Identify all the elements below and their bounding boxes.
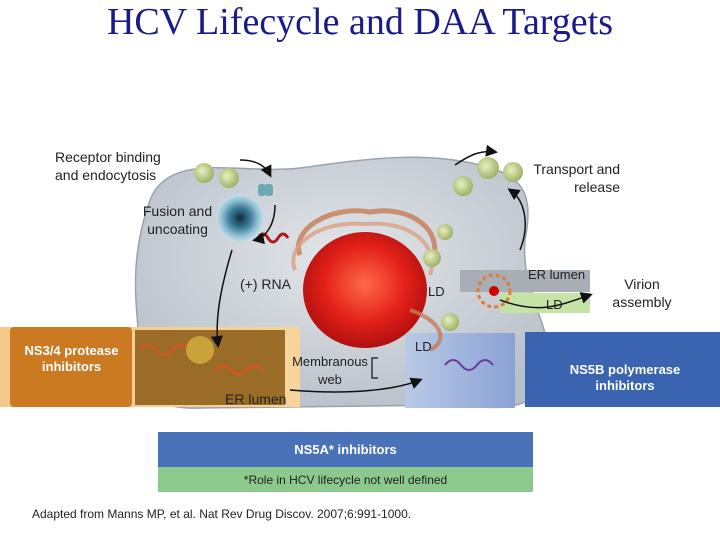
- virion: [441, 313, 459, 331]
- label-ld-right: LD: [546, 296, 563, 314]
- ld-box: [500, 293, 590, 313]
- virion: [477, 157, 499, 179]
- label-membranous-web: Membranous web: [290, 353, 370, 389]
- label-ld-lower: LD: [415, 338, 432, 356]
- virion: [194, 163, 214, 183]
- nucleus: [303, 232, 427, 348]
- virion: [503, 162, 523, 182]
- label-receptor-binding: Receptor binding and endocytosis: [55, 148, 185, 184]
- label-transport-release: Transport and release: [530, 160, 620, 196]
- endosome: [216, 194, 264, 242]
- label-er-lumen-bottom: ER lumen: [225, 390, 286, 408]
- label-virion-assembly: Virion assembly: [602, 275, 682, 311]
- label-ld-center: LD: [428, 283, 445, 301]
- virion: [219, 168, 239, 188]
- ns5a-inhibitors-label: NS5A* inhibitors: [158, 442, 533, 458]
- label-plus-rna: (+) RNA: [240, 275, 291, 293]
- label-fusion-uncoating: Fusion and uncoating: [140, 202, 215, 238]
- citation: Adapted from Manns MP, et al. Nat Rev Dr…: [32, 505, 411, 523]
- ns5a-footnote: *Role in HCV lifecycle not well defined: [158, 471, 533, 489]
- ns5b-inhibitors-label: NS5B polymerase inhibitors: [555, 362, 695, 394]
- label-er-lumen-right: ER lumen: [528, 266, 585, 284]
- virion: [453, 176, 473, 196]
- virion: [423, 249, 441, 267]
- ns34-inhibitors-label: NS3/4 protease inhibitors: [24, 343, 119, 375]
- virion: [437, 224, 453, 240]
